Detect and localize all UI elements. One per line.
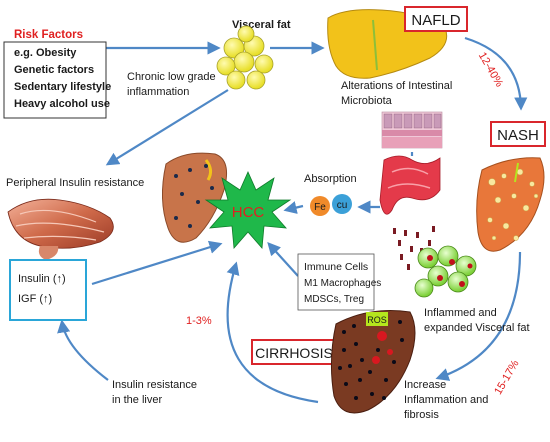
increase-inflammation-label-3: fibrosis bbox=[404, 409, 439, 421]
hcc-liver-spots bbox=[174, 164, 214, 228]
nash-fat-droplets bbox=[487, 168, 539, 241]
increase-inflammation-label: Increase bbox=[404, 379, 446, 391]
chronic-inflammation-label: Chronic low grade bbox=[127, 71, 216, 83]
cu-label: cu bbox=[337, 200, 348, 211]
arrow-nafld-to-nash bbox=[464, 36, 528, 111]
igf-label: IGF (↑) bbox=[18, 293, 52, 305]
cu-icon bbox=[332, 194, 352, 214]
hcc-label: HCC bbox=[232, 204, 265, 221]
insulin-igf-box bbox=[9, 259, 87, 321]
nafld-label: NAFLD bbox=[411, 12, 460, 29]
inflamed-fat-label-2: expanded Visceral fat bbox=[424, 322, 530, 334]
arrow-absorption-to-hcc bbox=[283, 201, 304, 215]
chronic-inflammation-label-2: inflammation bbox=[127, 86, 189, 98]
cirrhosis-label: CIRRHOSIS bbox=[255, 345, 333, 361]
blood-drops bbox=[393, 226, 435, 270]
risk-factor-item: Sedentary lifestyle bbox=[14, 81, 111, 93]
arrow-immune-to-hcc bbox=[267, 242, 299, 277]
hcc-liver-icon bbox=[161, 152, 227, 243]
fe-label: Fe bbox=[314, 202, 326, 213]
nafld-to-nash-percent: 12-40% bbox=[476, 50, 505, 89]
ros-label: ROS bbox=[367, 315, 387, 325]
arrows bbox=[57, 36, 528, 404]
cirrhosis-to-hcc-percent: 1-3% bbox=[186, 315, 212, 327]
peripheral-ir-label: Peripheral Insulin resistance bbox=[6, 177, 144, 189]
microbiota-label-2: Microbiota bbox=[341, 95, 393, 107]
cirrhosis-liver-spots bbox=[338, 320, 404, 400]
microbiota-label: Alterations of Intestinal bbox=[341, 80, 452, 92]
cirrhosis-box bbox=[251, 339, 337, 365]
arrow-insulin-to-hcc bbox=[91, 240, 223, 286]
arrow-liver-ir-to-insulin bbox=[57, 319, 109, 381]
liver-ir-label: Insulin resistance bbox=[112, 379, 197, 391]
arrow-fat-to-peripheral bbox=[105, 89, 229, 166]
insulin-label: Insulin (↑) bbox=[18, 273, 66, 285]
immune-cells-label: Immune Cells bbox=[304, 261, 368, 273]
ros-box bbox=[366, 312, 388, 326]
hcc-star-icon bbox=[204, 171, 292, 249]
immune-cells-label-3: MDSCs, Treg bbox=[304, 294, 364, 305]
arrow-cirrhosis-to-hcc bbox=[226, 261, 319, 404]
inflamed-fat-label: Inflammed and bbox=[424, 307, 497, 319]
arrow-nash-to-cirrhosis bbox=[435, 251, 522, 381]
risk-factor-item: Heavy alcohol use bbox=[14, 98, 110, 110]
inflamed-fat-cluster-icon bbox=[414, 245, 477, 298]
liver-ir-label-2: in the liver bbox=[112, 394, 162, 406]
nash-liver-icon bbox=[476, 157, 545, 252]
nafld-box bbox=[404, 6, 468, 32]
absorption-label: Absorption bbox=[304, 173, 357, 185]
risk-factor-item: e.g. Obesity bbox=[14, 47, 77, 59]
muscle-illustration-icon bbox=[7, 198, 114, 260]
inflamed-fat-spots bbox=[427, 255, 473, 287]
cirrhosis-ros-spots bbox=[372, 331, 393, 364]
nash-box bbox=[490, 121, 546, 147]
immune-cells-box bbox=[297, 253, 375, 311]
immune-cells-label-2: M1 Macrophages bbox=[304, 278, 381, 289]
fat-cell-cluster-icon bbox=[216, 25, 274, 90]
fe-icon bbox=[310, 196, 330, 216]
intestine-illustration-icon bbox=[379, 111, 443, 215]
risk-factors-box bbox=[3, 41, 107, 119]
risk-factors-title: Risk Factors bbox=[14, 29, 83, 41]
increase-inflammation-label-2: Inflammation and bbox=[404, 394, 488, 406]
nash-to-cirrhosis-percent: 15-17% bbox=[492, 358, 521, 397]
risk-factor-item: Genetic factors bbox=[14, 64, 94, 76]
nash-label: NASH bbox=[497, 127, 539, 144]
